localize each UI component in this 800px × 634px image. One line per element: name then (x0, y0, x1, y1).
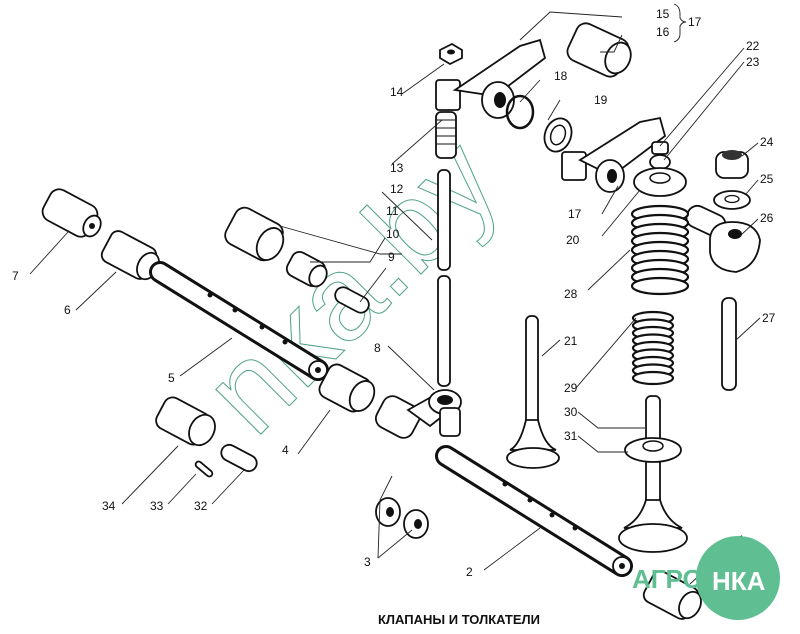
part-22-23-valve-keepers (649, 141, 671, 170)
part-4-bushing (318, 363, 376, 413)
logo-left-text: АГРО (632, 564, 703, 594)
agronka-logo: АГРО НКА (632, 536, 780, 620)
label-18: 18 (554, 69, 568, 83)
label-10: 10 (386, 227, 400, 241)
part-34-bushing (155, 396, 216, 447)
part-25-washer (713, 190, 751, 210)
part-5-shaft (149, 261, 329, 381)
diagram-title: КЛАПАНЫ И ТОЛКАТЕЛИ (378, 612, 540, 627)
label-4: 4 (282, 443, 289, 457)
label-25: 25 (760, 172, 774, 186)
part-30-valve (618, 395, 688, 553)
part-31-valve-seat-washer (624, 437, 682, 463)
part-9-pin (334, 286, 370, 314)
part-3-rings (375, 497, 429, 539)
logo-right-text: НКА (712, 566, 766, 596)
label-23: 23 (746, 55, 760, 69)
part-8-tappet-lever (374, 389, 462, 439)
label-9: 9 (388, 250, 395, 264)
part-16-bushing (566, 22, 632, 78)
label-20: 20 (566, 233, 580, 247)
part-21-valve (506, 315, 560, 469)
part-10-bushing (285, 250, 328, 288)
label-8: 8 (374, 341, 381, 355)
part-26-knob (685, 204, 761, 273)
label-19: 19 (594, 93, 608, 107)
part-18-retaining-ring (505, 94, 535, 130)
part-14-nut (439, 42, 463, 66)
part-29-inner-spring (631, 310, 675, 386)
spring-coil (630, 276, 690, 296)
part-32-pin (220, 443, 258, 473)
label-31: 31 (564, 429, 578, 443)
label-27: 27 (762, 311, 776, 325)
label-7: 7 (12, 269, 19, 283)
part-17-rocker-arm (561, 116, 667, 193)
part-27-stud (721, 297, 737, 391)
label-17-group: 17 (688, 15, 702, 29)
label-24: 24 (760, 135, 774, 149)
label-12: 12 (390, 182, 404, 196)
part-20-spring-plate (633, 167, 687, 197)
label-17: 17 (568, 207, 582, 221)
label-30: 30 (564, 405, 578, 419)
label-11: 11 (386, 204, 399, 218)
label-26: 26 (760, 211, 774, 225)
part-24-cap (715, 150, 749, 179)
part-2-shaft (435, 445, 633, 577)
part-11-bushing (224, 206, 285, 262)
part-1-sleeve (642, 570, 702, 620)
label-5: 5 (168, 371, 175, 385)
label-32: 32 (194, 499, 208, 513)
part-28-outer-spring (630, 204, 690, 296)
label-21: 21 (564, 334, 578, 348)
label-16: 16 (656, 25, 670, 39)
label-34: 34 (102, 499, 116, 513)
group-brace (673, 3, 687, 43)
part-12-pushrod (437, 169, 451, 387)
logo-circle (696, 536, 780, 620)
label-28: 28 (564, 287, 578, 301)
label-22: 22 (746, 39, 760, 53)
part-7-sleeve (41, 188, 102, 238)
part-13-adjusting-screw (435, 111, 457, 159)
label-6: 6 (64, 303, 71, 317)
label-3: 3 (364, 555, 371, 569)
label-13: 13 (390, 161, 404, 175)
part-19-washer (543, 117, 573, 153)
label-33: 33 (150, 499, 164, 513)
label-14: 14 (390, 85, 404, 99)
part-33-small-pin (194, 460, 214, 478)
label-29: 29 (564, 381, 578, 395)
label-2: 2 (466, 565, 473, 579)
spring-coil (631, 370, 675, 386)
label-15: 15 (656, 7, 670, 21)
leader-lines (29, 11, 761, 585)
